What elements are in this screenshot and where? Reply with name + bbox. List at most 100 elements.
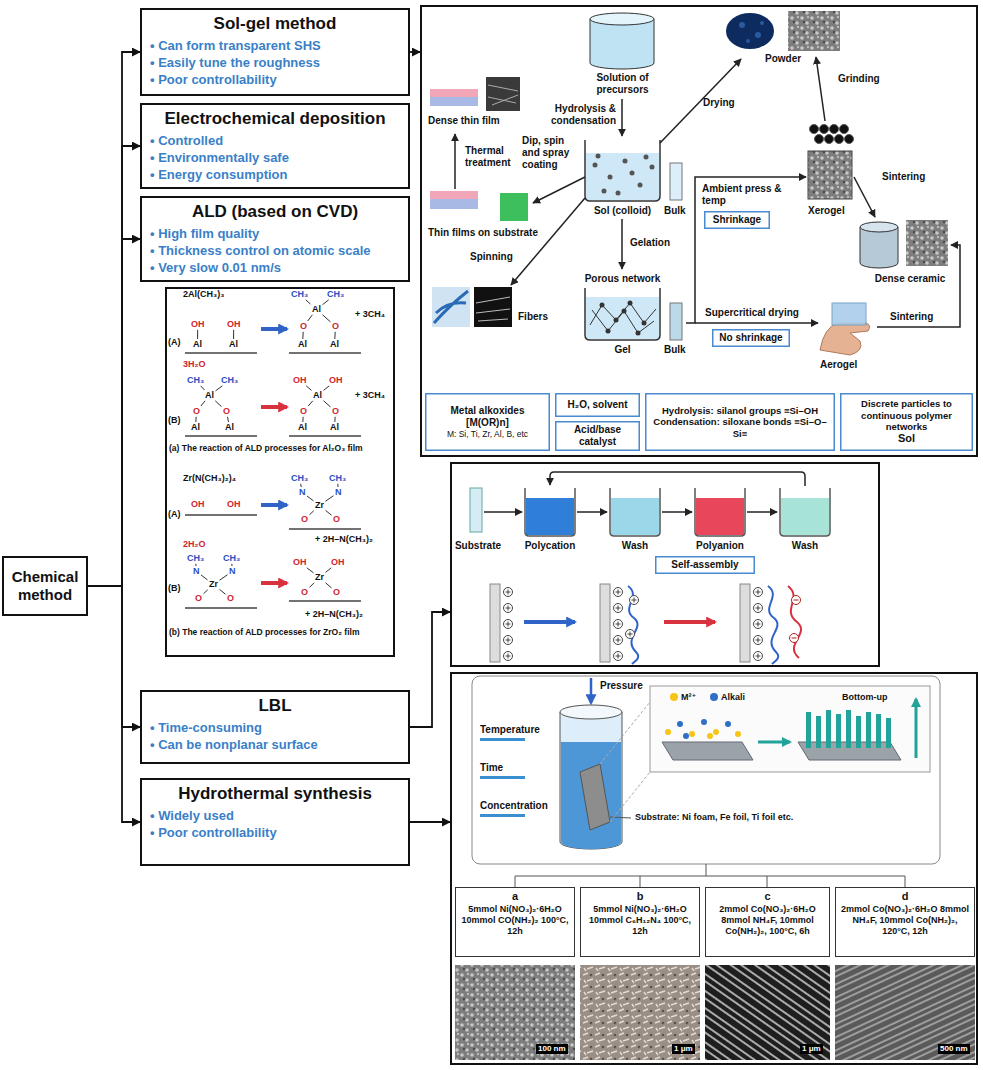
chemical-bond — [216, 386, 223, 391]
sol-gel-illustration — [628, 301, 633, 306]
chemical-bond — [197, 330, 198, 339]
sol-gel-illustration — [808, 151, 852, 199]
annotation-label: CH₃ — [187, 375, 204, 386]
hydrothermal-illustration — [713, 729, 719, 735]
sol-gel-illustration — [788, 11, 840, 51]
chemical-bond — [302, 332, 303, 339]
annotation-label: Pressure — [600, 680, 643, 692]
bullet-text: • Can be nonplanar surface — [150, 737, 400, 754]
annotation-label: Temperature — [480, 724, 540, 736]
annotation-label: Dense ceramic — [860, 273, 960, 285]
sol-gel-illustration — [860, 227, 898, 268]
sol-gel-illustration — [650, 165, 655, 170]
lbl-illustration — [504, 604, 513, 613]
annotation-label: OH — [293, 557, 307, 568]
annotation-label: OH — [227, 319, 241, 330]
hydrothermal-illustration — [515, 864, 905, 887]
annotation-label: Powder — [765, 53, 801, 65]
annotation-label: O — [301, 587, 308, 598]
method-heading: LBL — [150, 695, 400, 717]
lbl-illustration — [626, 630, 635, 639]
annotation-label: 2Al(CH₃)₃ — [183, 289, 224, 300]
method-heading: ALD (based on CVD) — [150, 201, 400, 223]
lbl-illustration — [526, 498, 574, 535]
annotation-label: CH₃ — [327, 289, 344, 300]
annotation-label: N — [299, 487, 306, 498]
hydrothermal-illustration — [590, 678, 593, 703]
lbl-illustration — [524, 620, 575, 624]
annotation-label: O — [332, 321, 339, 332]
annotation-label: N — [335, 487, 342, 498]
chemical-bond — [306, 300, 311, 304]
condition-text: 5mmol Ni(NO₃)₂·6H₂O 10mmol CO(NH₂)₂ 100°… — [459, 904, 571, 938]
reaction-panel: 2Al(CH₃)₃(A)OHOHAlAlCH₃CH₃AlOOAlAl+ 3CH₄… — [165, 287, 395, 657]
lbl-illustration — [484, 511, 522, 513]
annotation-label: O — [301, 514, 308, 525]
sol-gel-illustration — [630, 171, 635, 176]
annotation-label: CH₃ — [291, 473, 308, 484]
lbl-illustration — [754, 620, 763, 629]
hydrothermal-illustration — [677, 721, 683, 727]
annotation-label: (b) The reaction of ALD processes for Zr… — [169, 627, 391, 637]
annotation-label: Concentration — [480, 800, 548, 812]
annotation-label: Al — [298, 339, 307, 350]
annotation-label: Al — [312, 304, 321, 315]
method-heading: Hydrothermal synthesis — [150, 783, 400, 805]
annotation-label: O — [300, 321, 307, 332]
box-label: H₂O, solvent — [567, 399, 627, 411]
legend-entry: M²⁺ — [670, 692, 696, 702]
hydrothermal-illustration — [480, 814, 525, 817]
sol-gel-illustration — [474, 287, 512, 327]
legend-label: Alkali — [721, 692, 745, 702]
sol-gel-illustration — [670, 303, 682, 340]
panel-letter: a — [512, 890, 518, 904]
sol-gel-illustration — [906, 220, 948, 266]
annotation-label: Zr(N(CH₃)₂)₄ — [183, 473, 236, 484]
annotation-label: Thin films on substrate — [428, 227, 538, 239]
panel-letter: d — [902, 890, 909, 904]
sol-gel-illustration — [590, 13, 654, 25]
connector-arrow — [88, 52, 140, 586]
sol-gel-illustration — [810, 125, 854, 144]
annotation-label: Aerogel — [820, 359, 857, 371]
chemical-bond — [308, 315, 313, 321]
hydrothermal-illustration — [806, 710, 891, 748]
condition-box: c2mmol Co(NO₃)₂·6H₂O 8mmol NH₄F, 10mmol … — [705, 887, 830, 957]
hydrothermal-illustration — [735, 731, 741, 737]
lbl-illustration — [754, 636, 763, 645]
sol-gel-illustration — [602, 189, 607, 194]
bullet-text: • Poor controllability — [150, 72, 400, 89]
annotation-label: 500 nm — [938, 1044, 970, 1054]
annotation-label: Al — [298, 422, 307, 433]
annotation-label: Al — [205, 390, 214, 401]
ald-reaction-illustration — [185, 300, 361, 608]
chemical-bond — [220, 575, 228, 581]
sol-gel-illustration — [642, 321, 647, 326]
annotation-label: O — [332, 406, 339, 417]
hydrothermal-illustration — [665, 729, 671, 735]
sol-gel-illustration — [593, 163, 598, 168]
chemical-bond — [204, 590, 208, 594]
chemical-bond — [324, 386, 330, 391]
annotation-label: OH — [329, 375, 343, 386]
chemical-bond — [307, 496, 314, 501]
hydrothermal-illustration — [480, 776, 525, 779]
chemical-bond — [323, 300, 329, 305]
lbl-illustration — [695, 488, 745, 536]
ald-reaction-illustration — [261, 503, 287, 507]
chemical-bond — [201, 575, 208, 580]
lbl-illustration — [470, 488, 482, 532]
sol-gel-illustration — [746, 39, 750, 43]
sol-gel-illustration — [454, 134, 456, 189]
annotation-label: O — [195, 593, 202, 604]
connector-arrow — [410, 612, 450, 727]
lbl-illustration — [630, 596, 639, 605]
method-heading: Electrochemical deposition — [150, 108, 400, 130]
hydrothermal-illustration — [836, 714, 841, 748]
sol-gel-illustration — [585, 140, 660, 201]
annotation-label: Sintering — [882, 171, 925, 183]
condition-text: 5mmol Ni(NO₃)₂·6H₂O 10mmol C₆H₁₂N₄ 100°C… — [584, 904, 696, 938]
sol-gel-illustration — [533, 177, 585, 203]
connector-arrow — [88, 239, 140, 586]
connector-arrow — [88, 146, 140, 586]
